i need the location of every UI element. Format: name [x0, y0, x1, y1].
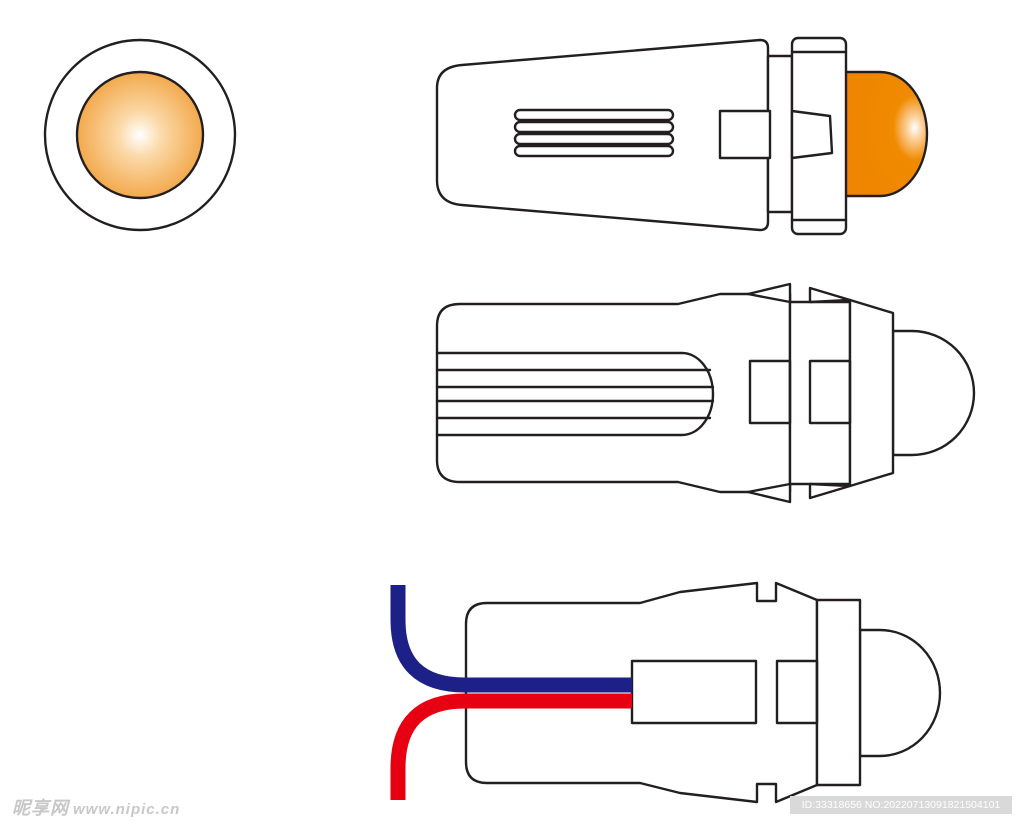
side-view-window	[748, 359, 792, 425]
image-id-label: ID:33318656 NO:20220713091821504101	[790, 796, 1012, 814]
side-view-flange-tab	[808, 482, 852, 500]
wired-view-nut	[815, 598, 862, 787]
wired-view	[390, 581, 942, 804]
wired-view-dome-lens	[858, 628, 942, 758]
side-view-upper-clip	[746, 282, 792, 304]
wired-view-terminal	[630, 659, 758, 725]
front-amber-lens	[75, 70, 205, 200]
side-view-nut	[788, 300, 852, 486]
top-view-lens-dome	[843, 70, 929, 198]
front-view	[43, 38, 237, 232]
side-view-flange	[848, 298, 895, 488]
wired-view-window	[775, 659, 819, 725]
blue-wire	[390, 585, 632, 693]
watermark-url: www.nipic.cn	[73, 801, 181, 818]
top-view-neck	[766, 54, 794, 214]
side-view-body	[435, 292, 792, 494]
red-wire	[390, 693, 632, 800]
side-view	[435, 282, 976, 504]
side-view-flange-tab	[808, 286, 852, 304]
watermark-brand: 昵享网	[12, 798, 69, 818]
top-view-latch-wedge	[790, 109, 834, 160]
side-view-lower-clip	[746, 482, 792, 504]
side-view-dome-lens	[891, 329, 976, 457]
top-view-latch	[718, 109, 772, 160]
side-view-grip-ribs	[435, 351, 715, 437]
top-view-grip-ribs	[513, 108, 675, 158]
side-view-window	[808, 359, 852, 425]
top-view	[435, 36, 929, 236]
